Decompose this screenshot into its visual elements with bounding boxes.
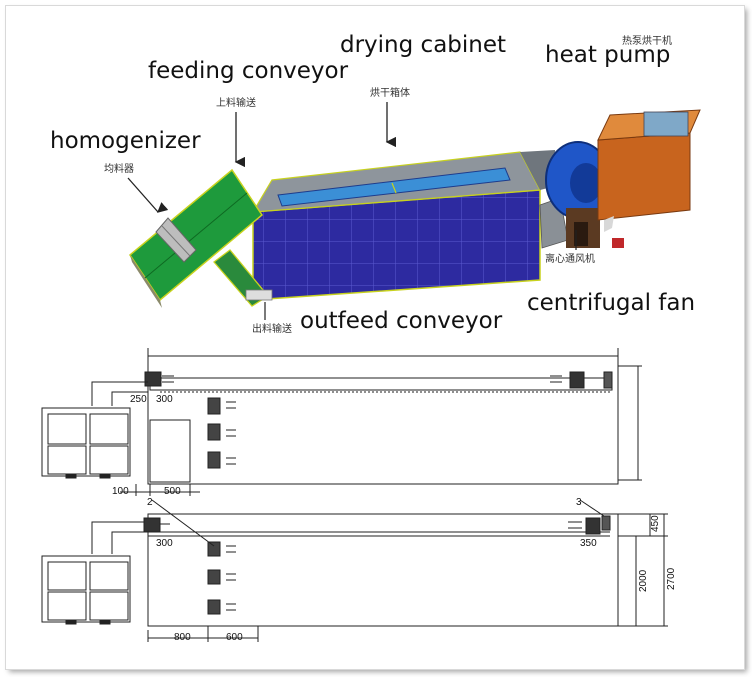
arrow-homogenizer bbox=[127, 177, 169, 213]
label-homogenizer: homogenizer bbox=[50, 128, 201, 154]
label-homogenizer-cn: 均料器 bbox=[104, 162, 134, 175]
label-feeding-conveyor-cn: 上料输送 bbox=[216, 96, 256, 109]
callout-3: 3 bbox=[576, 497, 582, 508]
top-plan-drawing bbox=[41, 348, 642, 496]
heat-pump-unit bbox=[597, 109, 701, 248]
label-centrifugal-fan: centrifugal fan bbox=[527, 290, 695, 316]
label-drying-cabinet-cn: 烘干箱体 bbox=[370, 86, 410, 99]
dim-450: 450 bbox=[650, 515, 661, 532]
dim-600: 600 bbox=[226, 632, 243, 643]
bottom-plan-drawing bbox=[41, 499, 668, 642]
label-outfeed-conveyor: outfeed conveyor bbox=[300, 308, 503, 334]
centrifugal-fan bbox=[545, 141, 611, 248]
label-heat-pump-cn: 热泵烘干机 bbox=[622, 34, 672, 47]
dim-300-top: 300 bbox=[156, 394, 173, 405]
label-heat-pump: heat pump bbox=[545, 42, 670, 68]
label-centrifugal-fan-cn: 离心通风机 bbox=[545, 252, 595, 265]
label-outfeed-conveyor-cn: 出料输送 bbox=[252, 322, 292, 335]
dim-300-bottom: 300 bbox=[156, 538, 173, 549]
drying-cabinet bbox=[251, 150, 560, 301]
dim-350: 350 bbox=[580, 538, 597, 549]
homogenizer bbox=[155, 217, 197, 263]
dim-250: 250 bbox=[130, 394, 147, 405]
feeding-conveyor bbox=[129, 168, 263, 308]
outfeed-conveyor bbox=[213, 249, 273, 307]
label-drying-cabinet: drying cabinet bbox=[340, 32, 506, 58]
dim-800: 800 bbox=[174, 632, 191, 643]
label-feeding-conveyor: feeding conveyor bbox=[148, 58, 349, 84]
equipment-illustration bbox=[127, 102, 701, 320]
dim-2700: 2700 bbox=[666, 567, 677, 590]
callout-2: 2 bbox=[147, 497, 153, 508]
dim-500: 500 bbox=[164, 486, 181, 497]
dim-2000: 2000 bbox=[638, 569, 649, 592]
dim-100: 100 bbox=[112, 486, 129, 497]
